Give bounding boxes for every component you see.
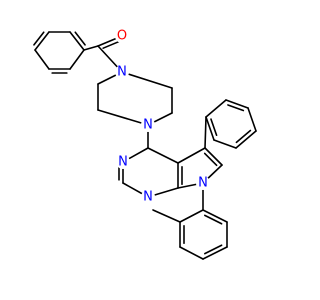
atom-labels: O N N N N N bbox=[115, 29, 210, 205]
piperazine-nitrogen-top-atom: N bbox=[115, 65, 129, 80]
atom-label-n3: N bbox=[118, 155, 128, 170]
atom-label-o1: O bbox=[117, 29, 127, 44]
bond-tA-tB bbox=[179, 209, 204, 223]
bond-bB-bC bbox=[69, 31, 85, 51]
pyrrole-nitrogen-atom: N bbox=[196, 176, 210, 191]
bond-bF-bA bbox=[34, 31, 50, 51]
bond-tF-tA bbox=[202, 209, 228, 223]
bond-C8-C9-inner bbox=[203, 152, 218, 167]
pyrimidine-nitrogen-3-atom: N bbox=[116, 155, 130, 170]
bond-phB-phC bbox=[225, 99, 249, 109]
bond-C8-phA bbox=[204, 116, 207, 149]
bond-N1-pC bbox=[121, 71, 173, 89]
bond-lines bbox=[33, 31, 257, 260]
bond-C8-C9 bbox=[204, 147, 223, 166]
bond-tD-tE bbox=[202, 246, 228, 260]
bond-tC-tD bbox=[179, 246, 204, 260]
bond-tF-tA-inner bbox=[204, 214, 223, 225]
bond-phA-phB bbox=[205, 99, 227, 118]
bond-phC-phD bbox=[247, 107, 257, 132]
bond-C5-C8 bbox=[177, 147, 206, 164]
atom-label-n5: N bbox=[198, 176, 208, 191]
carbonyl-oxygen-atom: O bbox=[115, 29, 129, 44]
bond-phE-phF bbox=[213, 139, 237, 149]
bond-cO-O-inner bbox=[102, 40, 121, 49]
atom-label-n1: N bbox=[117, 65, 127, 80]
bond-bB-bC-inner bbox=[74, 31, 86, 46]
bond-bE-bF bbox=[34, 49, 50, 70]
bond-phF-phA-inner bbox=[210, 118, 218, 137]
bond-tB-me bbox=[152, 209, 181, 223]
bond-phD-phE-inner bbox=[235, 129, 252, 144]
atom-label-n4: N bbox=[143, 190, 153, 205]
bond-tD-tE-inner bbox=[204, 244, 223, 255]
bond-bC-bD bbox=[69, 49, 85, 70]
bond-phB-phC-inner bbox=[227, 104, 245, 112]
pyrimidine-nitrogen-1-atom: N bbox=[141, 190, 155, 205]
bond-phF-phA bbox=[205, 116, 215, 141]
bond-C5-C4 bbox=[147, 147, 179, 164]
bond-phD-phE bbox=[235, 130, 257, 149]
molecule-structure: O N N N N N bbox=[33, 29, 257, 260]
bond-bF-bA-inner bbox=[33, 31, 45, 46]
piperazine-nitrogen-bottom-atom: N bbox=[141, 118, 155, 133]
bond-bC-cO bbox=[83, 45, 99, 51]
atom-label-n2: N bbox=[143, 118, 153, 133]
bond-pB-N2 bbox=[97, 109, 149, 126]
